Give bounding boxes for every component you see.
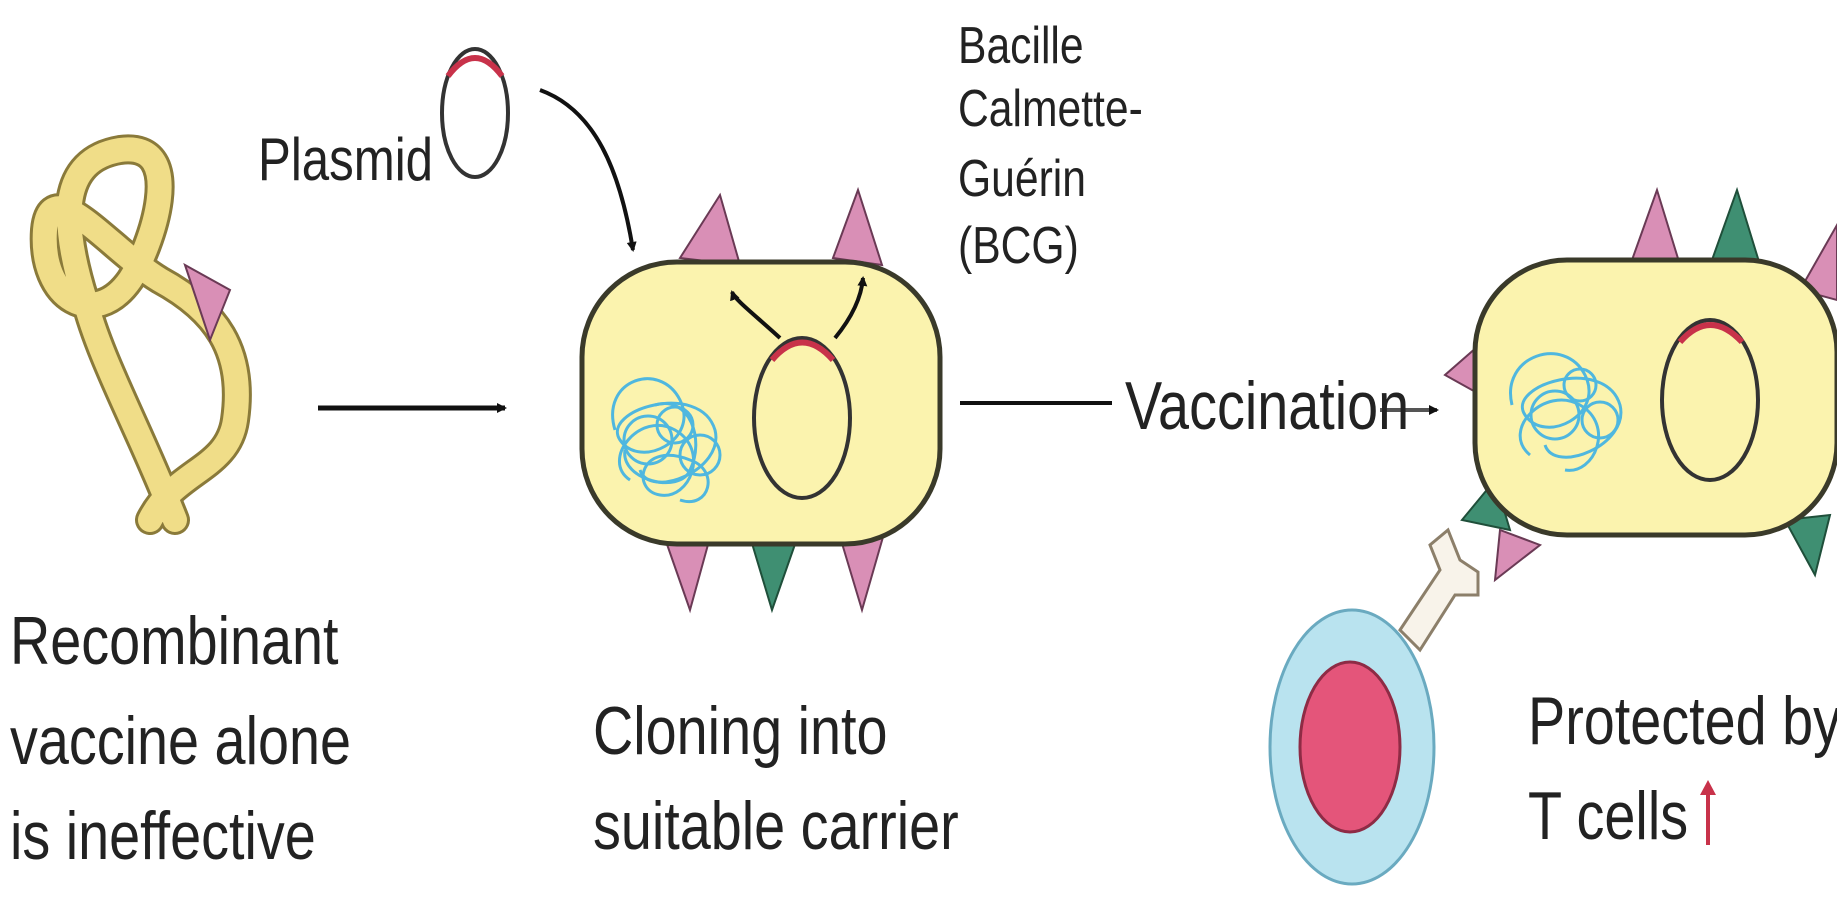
bcg-label-line4: (BCG) xyxy=(958,215,1079,277)
bcg-label-line2: Calmette- xyxy=(958,78,1143,140)
cloning-label-line2: suitable carrier xyxy=(593,785,959,867)
expressed-plasmid xyxy=(1662,320,1758,480)
free-plasmid xyxy=(442,49,508,177)
bcg-carrier-bacterium xyxy=(582,190,940,610)
recombinant-vaccine-strand xyxy=(45,149,237,520)
cloned-plasmid xyxy=(754,338,850,498)
surface-antigen xyxy=(680,195,740,265)
vaccinated-bacterium xyxy=(1445,190,1837,580)
t-cell xyxy=(1270,530,1478,884)
protected-label-line1: Protected by xyxy=(1528,680,1837,762)
surface-antigen-green xyxy=(1712,190,1760,265)
cloning-label-line1: Cloning into xyxy=(593,690,887,772)
bcg-label-line1: Bacille xyxy=(958,15,1084,77)
surface-antigen xyxy=(1632,190,1680,265)
recombinant-label-line3: is ineffective xyxy=(10,795,316,877)
surface-antigen xyxy=(833,190,882,265)
vaccination-label: Vaccination xyxy=(1125,365,1409,447)
surface-antigen xyxy=(1495,530,1540,580)
bcg-label-line3: Guérin xyxy=(958,148,1086,210)
recombinant-label-line1: Recombinant xyxy=(10,600,339,682)
plasmid-label: Plasmid xyxy=(258,125,433,195)
increase-arrow-head xyxy=(1700,780,1716,795)
protected-label-line2: T cells xyxy=(1528,775,1688,857)
recombinant-label-line2: vaccine alone xyxy=(10,700,351,782)
t-cell-receptor xyxy=(1400,530,1478,650)
t-cell-nucleus xyxy=(1300,662,1400,832)
plasmid-insertion-arrow xyxy=(540,90,633,250)
